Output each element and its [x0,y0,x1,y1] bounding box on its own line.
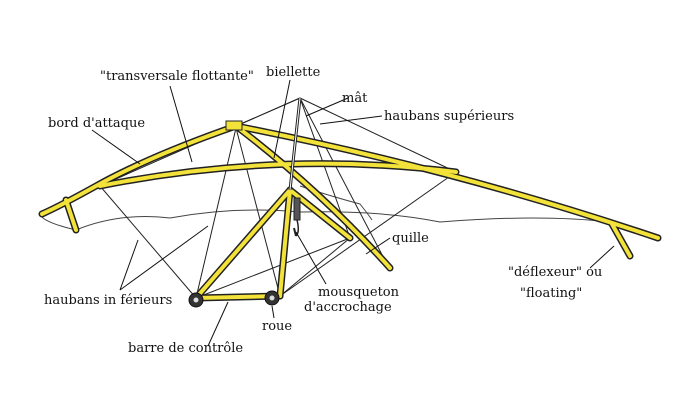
crossbar [98,161,458,188]
label-deflexeur-2: "floating" [520,286,582,301]
leading-edge-left [40,124,238,216]
leader-haubans-inf-2 [119,225,209,291]
leader-lines [91,79,615,347]
control-frame-right [278,188,292,298]
upper-wire-right [299,97,457,173]
leader-haubans-inf-1 [119,239,139,291]
labels: "transversale flottante" biellette mât b… [44,65,602,356]
label-roue: roue [262,319,292,334]
nose-plate [225,120,243,131]
lower-wire-left [99,185,197,299]
wheels [188,290,280,308]
label-barre: barre de contrôle [128,341,243,356]
tubes [38,120,662,302]
upper-wire-front [235,97,301,127]
lower-wire-front-l [195,127,237,299]
label-deflexeur-1: "déflexeur" ou [508,265,602,280]
leader-quille [365,237,391,255]
control-frame-left [194,188,292,300]
lower-wire-right [279,171,457,297]
label-mat: mât [342,91,368,106]
leader-mat [305,97,349,117]
label-quille: quille [392,231,429,246]
label-haubans-sup: haubans supérieurs [384,109,514,124]
deflector-right [610,222,632,258]
leader-roue [271,305,275,319]
keel-outline [232,122,394,272]
label-mousqueton-1: mousqueton [318,285,400,300]
leader-haubans-sup [319,115,383,125]
lower-wire-rear-l [195,237,351,299]
leader-biellette [273,79,291,159]
label-mousqueton-2: d'accrochage [304,300,392,315]
leader-transversale [169,85,193,163]
leading-edge-right [234,124,660,240]
leader-barre [207,301,229,347]
deflector-left [64,198,78,232]
label-biellette: biellette [266,65,321,80]
hang-strap [293,197,301,237]
lower-wire-rear [279,237,351,297]
leader-bord-attaque [91,129,141,165]
label-transversale: "transversale flottante" [100,69,254,84]
mast [288,97,302,191]
leader-deflexeur [589,245,615,269]
label-bord-attaque: bord d'attaque [48,116,145,131]
label-haubans-inf: haubans in férieurs [44,293,172,308]
leader-mousqueton [295,231,327,285]
upper-wire-rear [299,97,391,271]
wires [99,97,457,299]
